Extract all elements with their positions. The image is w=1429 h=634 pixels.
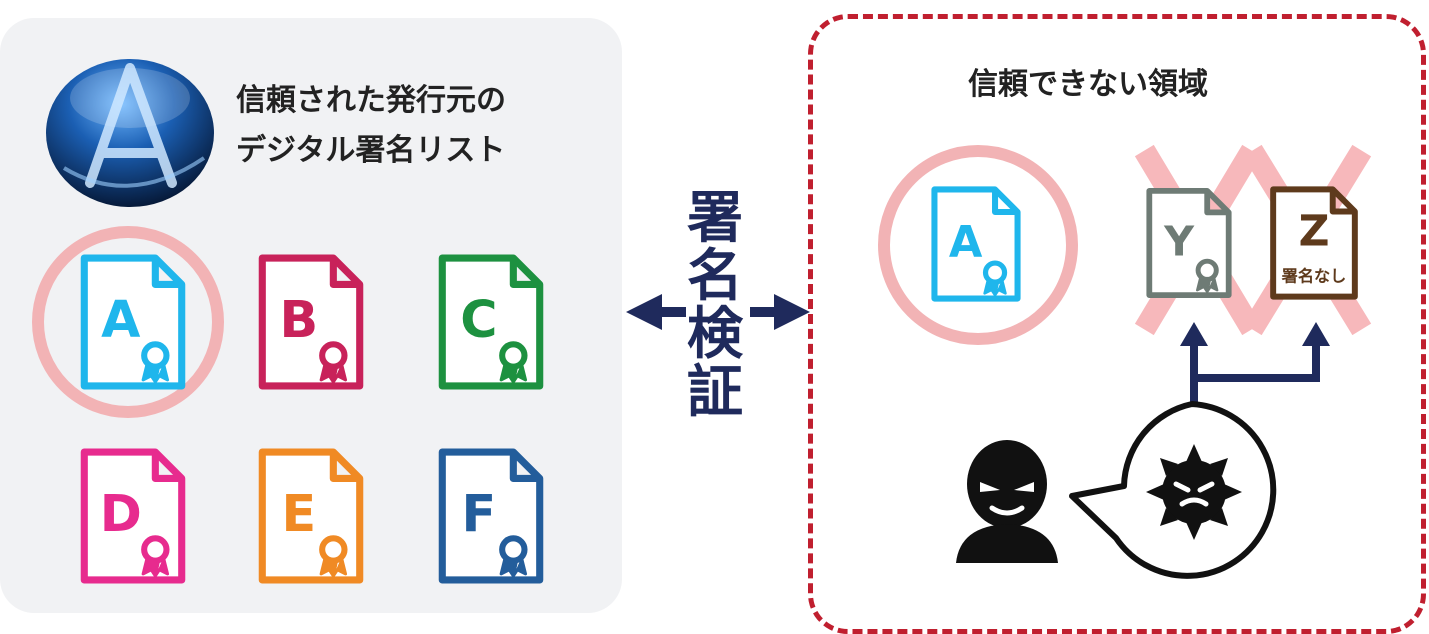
document-letter: D xyxy=(100,484,142,543)
document-letter: Z xyxy=(1299,208,1330,257)
document-letter: C xyxy=(460,290,497,349)
document-letter: F xyxy=(461,484,496,543)
attacker-icon xyxy=(956,440,1058,563)
trusted-title-line2: デジタル署名リスト xyxy=(236,133,506,168)
certificate-ribbon-icon xyxy=(982,260,1008,297)
verify-char-1: 署 xyxy=(687,186,743,251)
trusted-document-f: F xyxy=(438,448,544,588)
trusted-document-d: D xyxy=(80,448,186,588)
certificate-ribbon-icon xyxy=(319,535,348,578)
unsigned-note: 署名なし xyxy=(1281,266,1347,285)
trusted-document-b: B xyxy=(258,254,364,394)
untrusted-document-a: A xyxy=(928,186,1024,306)
bidirectional-arrow-icon xyxy=(626,294,810,330)
verify-char-2: 名 xyxy=(687,244,743,309)
certificate-ribbon-icon xyxy=(499,341,528,384)
trusted-document-a: A xyxy=(80,254,186,394)
malware-speech-bubble xyxy=(1069,401,1277,579)
trusted-document-c: C xyxy=(438,254,544,394)
trusted-title-line1: 信頼された発行元の xyxy=(236,83,506,118)
match-highlight-ring xyxy=(32,226,224,418)
untrusted-document-y: Y xyxy=(1146,186,1232,304)
document-letter: B xyxy=(279,290,318,349)
attack-arrows-icon xyxy=(1180,322,1330,408)
document-letter: Y xyxy=(1163,217,1195,265)
untrusted-area-title: 信頼できない領域 xyxy=(968,67,1208,102)
verified-highlight-ring xyxy=(878,145,1078,345)
document-letter: A xyxy=(949,218,983,268)
certificate-ribbon-icon xyxy=(141,535,170,578)
untrusted-document-z: Z 署名なし xyxy=(1268,186,1360,304)
certificate-ribbon-icon xyxy=(319,341,348,384)
certificate-ribbon-icon xyxy=(499,535,528,578)
certificate-ribbon-icon xyxy=(141,341,170,384)
certificate-ribbon-icon xyxy=(1195,258,1219,294)
trusted-list-title: 信頼された発行元の デジタル署名リスト xyxy=(236,76,506,176)
signature-verification-label: 署 名 検 証 xyxy=(680,190,750,422)
virus-icon xyxy=(1146,444,1242,540)
document-letter: E xyxy=(281,484,316,543)
trusted-document-e: E xyxy=(258,448,364,588)
document-letter: A xyxy=(101,290,141,349)
verify-char-4: 証 xyxy=(687,360,743,425)
verify-char-3: 検 xyxy=(687,302,743,367)
issuer-logo-icon xyxy=(46,59,214,207)
